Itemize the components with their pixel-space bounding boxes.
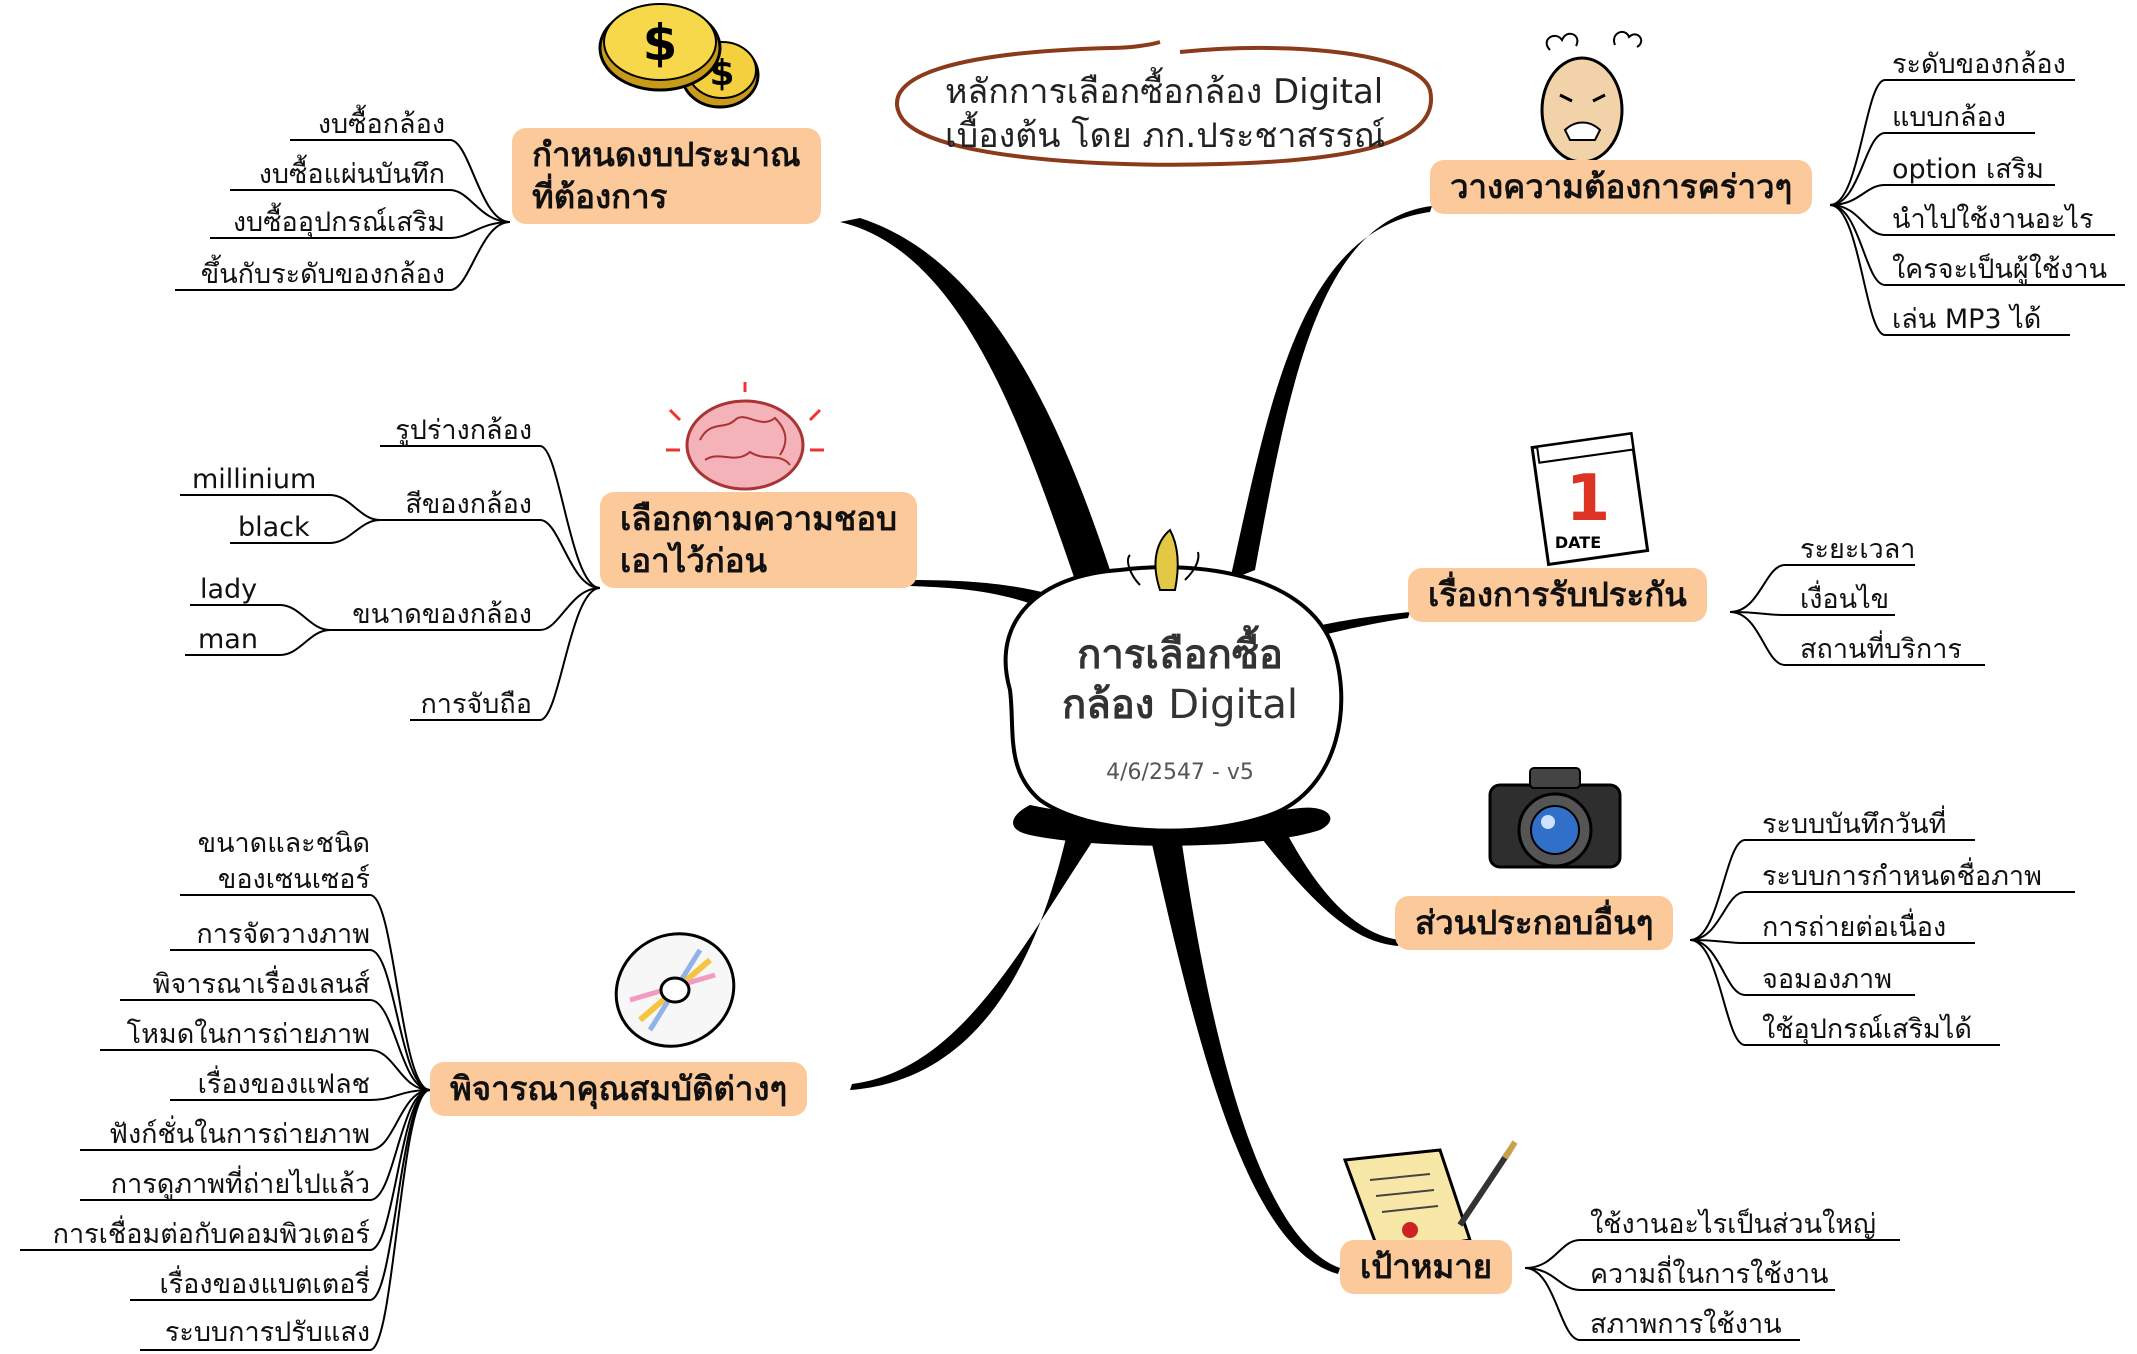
budget-item[interactable]: งบซื้ออุปกรณ์เสริม bbox=[232, 207, 445, 238]
preference-subitem[interactable]: lady bbox=[200, 574, 258, 605]
contract-pen-icon bbox=[1342, 1140, 1518, 1257]
center-blob bbox=[1003, 565, 1344, 833]
preference-subitem[interactable]: black bbox=[238, 512, 310, 543]
preference-item-size[interactable]: ขนาดของกล้อง bbox=[352, 599, 532, 630]
callout-line2: เบื้องต้น โดย ภก.ประชาสรรณ์ bbox=[945, 116, 1386, 156]
connector-components bbox=[1255, 820, 1400, 946]
calendar-icon: 1 DATE bbox=[1530, 431, 1650, 567]
properties-item[interactable]: การดูภาพที่ถ่ายไปแล้ว bbox=[110, 1169, 370, 1200]
branch-warranty[interactable]: เรื่องการรับประกัน bbox=[1408, 568, 1707, 622]
goal-leaf-lines bbox=[1524, 1239, 1900, 1341]
components-item[interactable]: การถ่ายต่อเนื่อง bbox=[1762, 912, 1947, 943]
goal-item[interactable]: ความถี่ในการใช้งาน bbox=[1590, 1259, 1829, 1290]
branch-budget-line2: ที่ต้องการ bbox=[532, 177, 668, 216]
properties-item[interactable]: เรื่องของแฟลช bbox=[197, 1069, 370, 1100]
callout-note: หลักการเลือกซื้อกล้อง Digital เบื้องต้น … bbox=[945, 70, 1445, 158]
calendar-word: DATE bbox=[1555, 533, 1601, 552]
branch-preference[interactable]: เลือกตามความชอบ เอาไว้ก่อน bbox=[600, 492, 918, 588]
svg-text:$: $ bbox=[709, 53, 734, 94]
requirements-item[interactable]: ระดับของกล้อง bbox=[1892, 49, 2066, 80]
warranty-leaf-lines bbox=[1729, 564, 1985, 666]
svg-text:$: $ bbox=[643, 14, 678, 72]
preference-item-shape[interactable]: รูปร่างกล้อง bbox=[395, 415, 532, 446]
branch-components[interactable]: ส่วนประกอบอื่นๆ bbox=[1395, 896, 1674, 950]
budget-leaf-lines bbox=[175, 139, 511, 291]
properties-item[interactable]: พิจารณาเรื่องเลนส์ bbox=[152, 969, 370, 1000]
cd-icon bbox=[614, 932, 736, 1048]
preference-subitem[interactable]: man bbox=[198, 624, 258, 655]
requirements-item[interactable]: แบบกล้อง bbox=[1892, 102, 2006, 133]
budget-item[interactable]: ขึ้นกับระดับของกล้อง bbox=[200, 259, 445, 290]
connector-properties bbox=[850, 820, 1100, 1090]
goal-item[interactable]: สภาพการใช้งาน bbox=[1590, 1309, 1782, 1340]
coins-icon: $ $ bbox=[598, 3, 760, 109]
requirements-item[interactable]: ใครจะเป็นผู้ใช้งาน bbox=[1892, 254, 2108, 285]
camera-icon bbox=[1488, 767, 1622, 869]
connector-goal bbox=[1150, 830, 1340, 1274]
budget-item[interactable]: งบซื้อกล้อง bbox=[317, 109, 445, 140]
preference-item-color[interactable]: สีของกล้อง bbox=[405, 489, 532, 520]
center-title-en: Digital bbox=[1168, 682, 1298, 728]
sprout-icon bbox=[1127, 528, 1200, 591]
properties-item[interactable]: การเชื่อมต่อกับคอมพิวเตอร์ bbox=[52, 1219, 370, 1250]
warranty-item[interactable]: สถานที่บริการ bbox=[1800, 634, 1962, 665]
callout-border bbox=[895, 40, 1434, 167]
properties-leaf-lines bbox=[20, 894, 431, 1351]
components-leaf-lines bbox=[1689, 839, 2075, 1046]
branch-preference-line2: เอาไว้ก่อน bbox=[620, 541, 768, 580]
requirements-item[interactable]: นำไปใช้งานอะไร bbox=[1892, 204, 2094, 235]
properties-item[interactable]: การจัดวางภาพ bbox=[196, 919, 370, 950]
components-item[interactable]: ระบบบันทึกวันที่ bbox=[1762, 809, 1947, 840]
center-title: การเลือกซื้อ กล้อง Digital bbox=[1000, 630, 1360, 730]
branch-properties[interactable]: พิจารณาคุณสมบัติต่างๆ bbox=[430, 1062, 808, 1116]
requirements-item[interactable]: option เสริม bbox=[1892, 154, 2044, 185]
center-date: 4/6/2547 - v5 bbox=[1106, 760, 1254, 785]
requirements-leaf-lines bbox=[1829, 79, 2125, 336]
warranty-item[interactable]: ระยะเวลา bbox=[1800, 534, 1916, 565]
branch-preference-line1: เลือกตามความชอบ bbox=[620, 499, 898, 538]
center-title-line2: กล้อง Digital bbox=[1000, 680, 1360, 730]
preference-subitem[interactable]: millinium bbox=[192, 464, 317, 495]
properties-item[interactable]: เรื่องของแบตเตอรี่ bbox=[159, 1269, 370, 1300]
properties-item[interactable]: ระบบการปรับแสง bbox=[164, 1317, 370, 1348]
connector-requirements bbox=[1230, 206, 1432, 580]
components-item[interactable]: ใช้อุปกรณ์เสริมได้ bbox=[1762, 1014, 1972, 1045]
goal-item[interactable]: ใช้งานอะไรเป็นส่วนใหญ่ bbox=[1590, 1209, 1877, 1240]
center-title-th: กล้อง bbox=[1062, 682, 1155, 728]
components-item[interactable]: จอมองภาพ bbox=[1762, 964, 1892, 995]
requirements-item[interactable]: เล่น MP3 ได้ bbox=[1892, 304, 2042, 335]
branch-budget-line1: กำหนดงบประมาณ bbox=[532, 135, 801, 174]
budget-item[interactable]: งบซื้อแผ่นบันทึก bbox=[258, 159, 445, 190]
branch-goal[interactable]: เป้าหมาย bbox=[1340, 1240, 1513, 1294]
warranty-item[interactable]: เงื่อนไข bbox=[1800, 584, 1890, 615]
properties-item[interactable]: ฟังก์ชั่นในการถ่ายภาพ bbox=[108, 1119, 370, 1150]
properties-item[interactable]: โหมดในการถ่ายภาพ bbox=[126, 1019, 370, 1050]
preference-item-grip[interactable]: การจับถือ bbox=[420, 689, 532, 720]
brain-icon bbox=[666, 382, 824, 491]
preference-leaf-lines bbox=[180, 445, 601, 721]
properties-item[interactable]: ของเซนเซอร์ bbox=[217, 864, 370, 895]
frustrated-face-icon bbox=[1540, 30, 1643, 164]
center-title-line1: การเลือกซื้อ bbox=[1077, 632, 1283, 678]
calendar-number: 1 bbox=[1566, 462, 1611, 536]
branch-requirements[interactable]: วางความต้องการคร่าวๆ bbox=[1430, 160, 1813, 214]
connector-budget bbox=[840, 218, 1110, 580]
branch-budget[interactable]: กำหนดงบประมาณ ที่ต้องการ bbox=[512, 128, 821, 224]
callout-line1: หลักการเลือกซื้อกล้อง Digital bbox=[945, 72, 1384, 112]
properties-item[interactable]: ขนาดและชนิด bbox=[197, 828, 370, 859]
components-item[interactable]: ระบบการกำหนดชื่อภาพ bbox=[1762, 861, 2042, 892]
